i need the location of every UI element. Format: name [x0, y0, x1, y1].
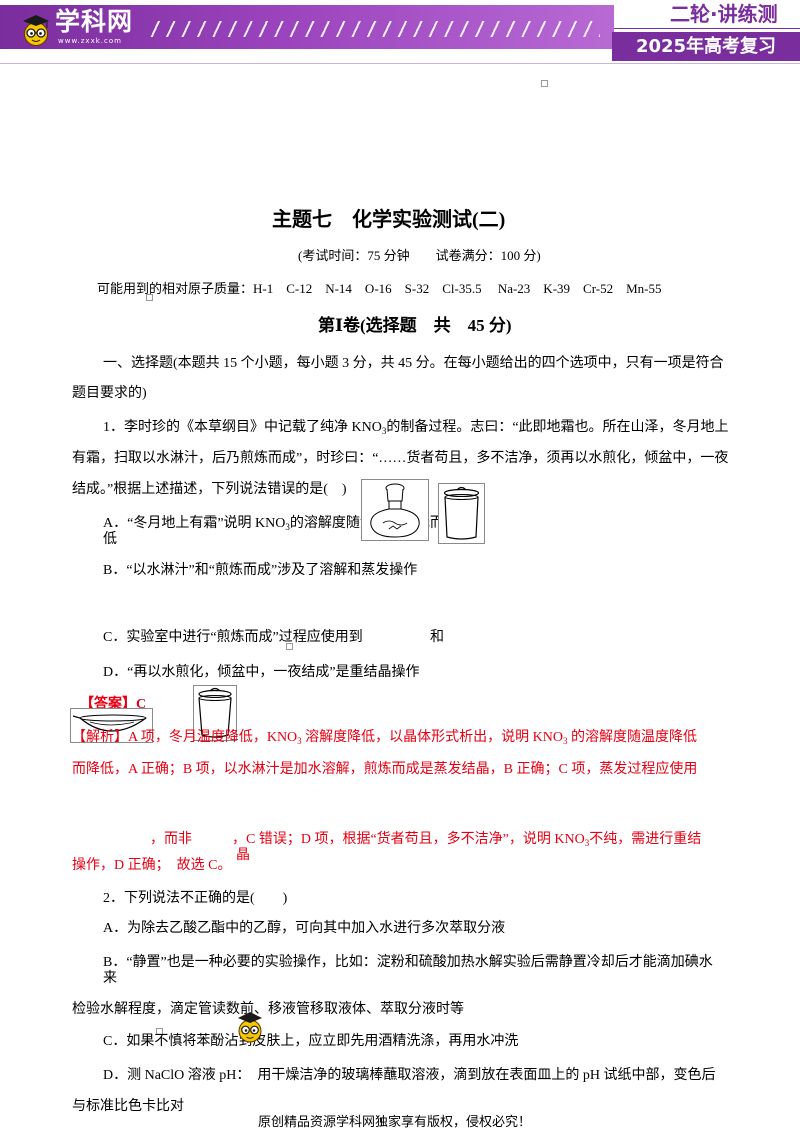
q1-option-c: C．实验室中进行“煎炼而成”过程应使用到: [103, 630, 363, 645]
q1-option-a-wrap: 低: [103, 532, 117, 547]
subscript: 3: [297, 736, 302, 746]
evaporating-dish-image: [70, 708, 153, 743]
q1-analysis-floating-char: 晶: [236, 848, 250, 863]
section-title: 第Ⅰ卷(选择题 共 45 分): [318, 316, 512, 335]
page-title: 主题七 化学实验测试(二): [272, 209, 506, 231]
year-badge: 2025年高考复习: [612, 32, 800, 61]
subscript: 3: [285, 522, 290, 532]
image-placeholder-icon: [156, 1028, 163, 1035]
series-label: 二轮·讲练测: [670, 2, 778, 26]
analysis-text: 溶解度降低，以晶体形式析出，说明 KNO: [301, 730, 564, 745]
subscript: 3: [381, 426, 387, 436]
analysis-text: 的溶解度随温度降低: [567, 730, 698, 745]
q2-option-b-wrap: 来: [103, 971, 117, 986]
instructions-line-2: 题目要求的): [72, 386, 147, 401]
q1-stem-text: 的制备过程。志曰：“此即地霜也。所在山泽，冬月地上: [386, 420, 729, 435]
copyright-footer: 原创精品资源学科网独家享有版权，侵权必究！: [258, 1114, 532, 1129]
covered-beaker-image: [438, 483, 485, 544]
q1-option-b: B．“以水淋汁”和“煎炼而成”涉及了溶解和蒸发操作: [103, 563, 418, 578]
image-placeholder-icon: [286, 643, 293, 650]
q1-stem-text: 1．李时珍的《本草纲目》中记载了纯净 KNO: [103, 420, 382, 435]
q2-stem: 2．下列说法不正确的是( ): [103, 891, 288, 906]
subscript: 3: [584, 838, 590, 848]
q1-option-c-and: 和: [430, 630, 444, 645]
header-rule: [0, 63, 800, 64]
banner-stripes: [148, 21, 600, 37]
analysis-text: 【解析】A 项，冬月温度降低，KNO: [72, 730, 298, 745]
page-number: 1: [378, 1114, 385, 1129]
q1-stem-line-3: 结成。”根据上述描述，下列说法错误的是( ): [72, 482, 347, 497]
q1-stem-line-1: 1．李时珍的《本草纲目》中记载了纯净 KNO3的制备过程。志曰：“此即地霜也。所…: [103, 418, 729, 438]
exam-info: (考试时间：75 分钟 试卷满分：100 分): [298, 248, 541, 263]
q2-option-b: B．“静置”也是一种必要的实验操作，比如：淀粉和硫酸加热水解实验后需静置冷却后才…: [103, 955, 713, 970]
q1-stem-line-2: 有霜，扫取以水淋汁，后乃煎炼而成”，时珍曰：“……货者苟且，多不洁净，须再以水煎…: [72, 451, 729, 466]
brand-banner: 学科网 www.zxxk.com: [0, 5, 614, 49]
image-placeholder-icon: [146, 294, 153, 301]
q1-analysis-line-1: 【解析】A 项，冬月温度降低，KNO3 溶解度降低，以晶体形式析出，说明 KNO…: [72, 728, 697, 748]
header-divider: [614, 28, 800, 29]
atomic-masses: 可能用到的相对原子质量：H-1 C-12 N-14 O-16 S-32 Cl-3…: [97, 281, 662, 296]
q2-option-d-continued: 与标准比色卡比对: [72, 1099, 184, 1114]
flask-apparatus-image: [361, 479, 429, 541]
q1-option-d: D．“再以水煎化，倾盆中，一夜结成”是重结晶操作: [103, 665, 420, 680]
q2-option-a: A．为除去乙酸乙酯中的乙醇，可向其中加入水进行多次萃取分液: [103, 921, 506, 936]
q1-analysis-line-3a: ，而非: [150, 832, 192, 847]
subscript: 3: [563, 736, 568, 746]
scholar-mascot-icon: [23, 15, 49, 46]
q1-analysis-line-3b: ，C 错误；D 项，根据“货者苟且，多不洁净”，说明 KNO3不纯，需进行重结: [232, 830, 701, 850]
scholar-mascot-icon: [236, 1010, 264, 1044]
logo-text: 学科网: [55, 7, 134, 36]
analysis-text: ，C 错误；D 项，根据“货者苟且，多不洁净”，说明 KNO: [232, 832, 585, 847]
crucible-image: [193, 685, 237, 741]
q1-analysis-line-2: 而降低，A 正确；B 项，以水淋汁是加水溶解，煎炼而成是蒸发结晶，B 正确；C …: [72, 762, 698, 777]
option-text: A．“冬月地上有霜”说明 KNO: [103, 516, 286, 531]
q2-option-d: D．测 NaClO 溶液 pH： 用干燥洁净的玻璃棒蘸取溶液，滴到放在表面皿上的…: [103, 1068, 716, 1083]
year-label: 2025年高考复习: [635, 36, 777, 57]
analysis-text: 不纯，需进行重结: [589, 832, 702, 847]
instructions-line-1: 一、选择题(本题共 15 个小题，每小题 3 分，共 45 分。在每小题给出的四…: [103, 356, 724, 371]
image-placeholder-icon: [541, 80, 548, 87]
q2-option-b-continued: 检验水解程度，滴定管读数前、移液管移取液体、萃取分液时等: [72, 1002, 464, 1017]
q2-option-c: C．如果不慎将苯酚沾到皮肤上，应立即先用酒精洗涤，再用水冲洗: [103, 1034, 519, 1049]
logo-site-text: www.zxxk.com: [58, 37, 122, 45]
q1-analysis-line-4: 操作，D 正确； 故选 C。: [72, 858, 232, 873]
